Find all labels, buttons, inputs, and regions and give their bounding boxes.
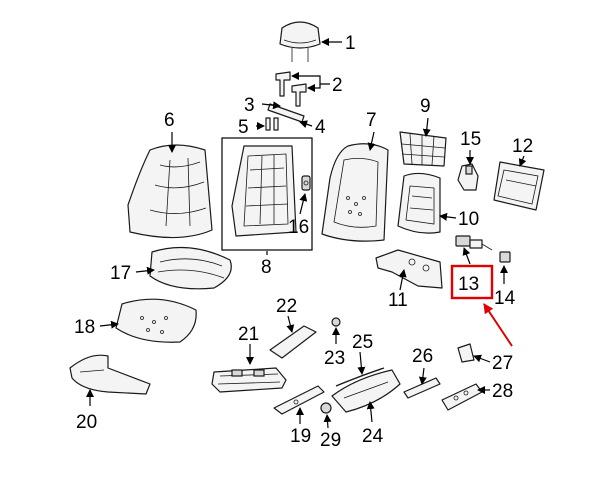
leader-22 <box>286 315 295 333</box>
label-29: 29 <box>320 430 341 451</box>
label-4: 4 <box>315 117 326 138</box>
recliner-handle[interactable] <box>273 385 325 415</box>
label-18: 18 <box>74 317 95 338</box>
map-pocket-panel[interactable] <box>493 161 545 211</box>
label-24: 24 <box>362 426 384 447</box>
seat-cushion-cover[interactable] <box>149 246 232 290</box>
wiring-connector[interactable] <box>455 235 493 251</box>
label-19: 19 <box>290 426 311 447</box>
seat-back-panel[interactable] <box>397 172 441 234</box>
leader-10 <box>439 212 457 221</box>
track-cover[interactable] <box>269 325 317 359</box>
small-connector[interactable] <box>499 251 511 263</box>
label-23: 23 <box>324 348 345 369</box>
leader-18 <box>99 320 119 329</box>
label-8: 8 <box>261 257 272 278</box>
label-15: 15 <box>460 129 481 150</box>
label-26: 26 <box>412 346 433 367</box>
label-14: 14 <box>494 288 516 309</box>
side-trim-panel[interactable] <box>69 354 151 395</box>
leader-2a <box>291 72 330 85</box>
leader-25 <box>357 351 366 375</box>
seat-back-cover[interactable] <box>127 144 213 239</box>
label-13: 13 <box>458 274 479 295</box>
label-3: 3 <box>244 95 255 116</box>
frame-group-box <box>221 137 313 251</box>
frame-sensor[interactable] <box>301 175 311 191</box>
leader-13 <box>462 247 471 265</box>
leader-4 <box>299 120 313 129</box>
label-20: 20 <box>76 412 97 433</box>
seat-cushion-pad[interactable] <box>115 298 197 343</box>
leader-27 <box>473 354 491 363</box>
highlight-arrow <box>483 303 513 347</box>
label-17: 17 <box>110 263 131 284</box>
label-7: 7 <box>366 110 377 131</box>
mounting-bolt[interactable] <box>331 317 341 327</box>
leader-2b <box>307 84 321 92</box>
small-clip[interactable] <box>457 343 475 363</box>
label-5: 5 <box>238 117 249 138</box>
seat-track-mechanism[interactable] <box>211 367 287 393</box>
headrest[interactable] <box>279 21 321 62</box>
label-10: 10 <box>458 209 479 230</box>
leader-26 <box>418 367 427 385</box>
leader-29 <box>323 414 332 429</box>
seat-back-frame[interactable] <box>231 145 297 237</box>
leader-17 <box>135 266 155 275</box>
label-25: 25 <box>352 332 373 353</box>
label-11: 11 <box>388 290 408 311</box>
label-16: 16 <box>288 217 309 238</box>
leader-12 <box>518 155 527 167</box>
headrest-guides[interactable] <box>275 71 307 107</box>
leader-3 <box>261 101 281 110</box>
label-6: 6 <box>164 110 175 131</box>
switch-panel[interactable] <box>441 383 483 411</box>
label-2: 2 <box>332 75 343 96</box>
label-1: 1 <box>345 33 356 54</box>
adjust-knob[interactable] <box>320 402 332 414</box>
label-28: 28 <box>492 381 513 402</box>
label-22: 22 <box>276 296 297 317</box>
label-27: 27 <box>492 353 513 374</box>
leader-24 <box>366 401 375 423</box>
lumbar-support-grid[interactable] <box>399 131 447 167</box>
leader-11 <box>398 269 407 291</box>
label-21: 21 <box>238 324 259 345</box>
trim-clip-bracket[interactable] <box>457 163 479 191</box>
leader-7 <box>367 131 376 151</box>
highlight-box-13 <box>450 264 494 300</box>
label-12: 12 <box>512 136 533 157</box>
seat-back-pad[interactable] <box>321 143 389 242</box>
label-9: 9 <box>420 96 431 117</box>
leader-16 <box>299 193 308 215</box>
leader-9 <box>422 117 431 137</box>
lower-side-shield[interactable] <box>331 369 401 413</box>
recliner-cable[interactable] <box>335 367 385 387</box>
lower-bracket[interactable] <box>375 249 443 289</box>
clips[interactable] <box>265 117 279 131</box>
